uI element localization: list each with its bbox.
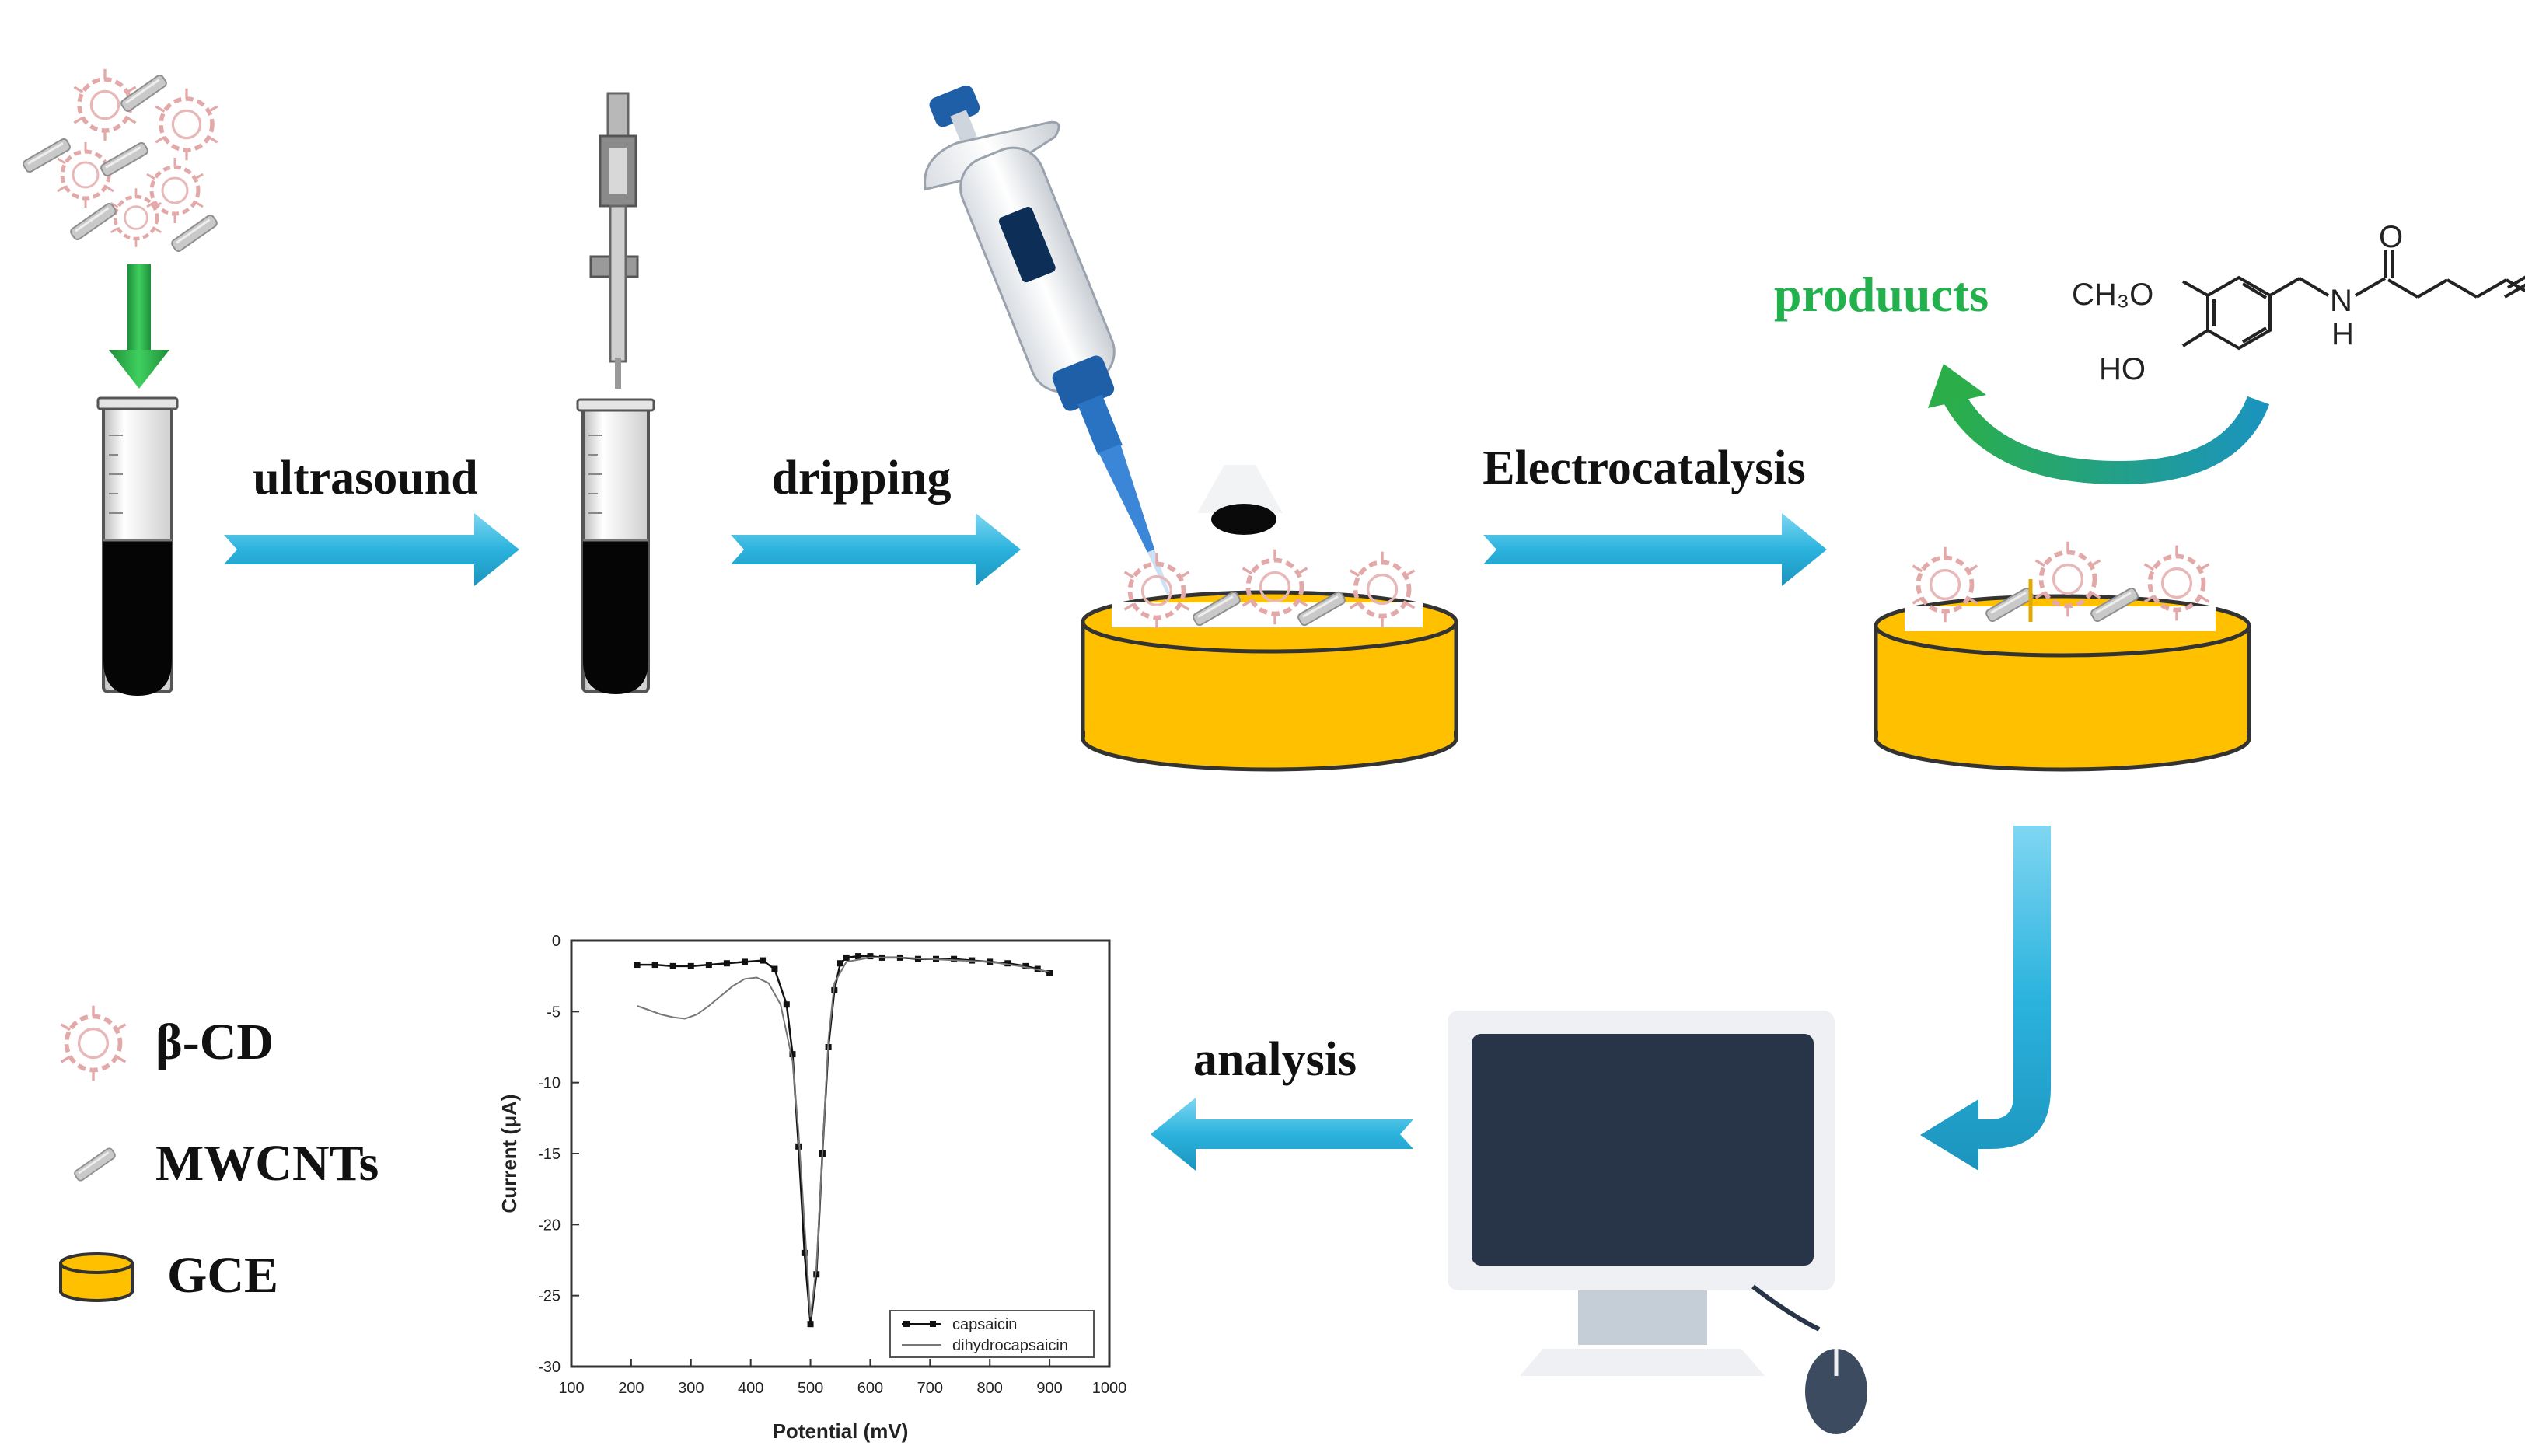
x-axis-title: Potential (mV) bbox=[773, 1419, 909, 1443]
series-0-point bbox=[723, 960, 730, 967]
series-0-point bbox=[855, 953, 862, 960]
series-0-point bbox=[813, 1271, 820, 1278]
drop-mist bbox=[1197, 465, 1283, 513]
products-curved-arrow bbox=[1928, 364, 2270, 485]
amide-h-label: H bbox=[2331, 317, 2354, 351]
series-0-point bbox=[843, 954, 850, 961]
reagent-mixture bbox=[20, 69, 218, 254]
y-tick-label: 0 bbox=[552, 933, 561, 950]
x-tick-label: 900 bbox=[1036, 1380, 1062, 1397]
y-tick-label: -25 bbox=[538, 1288, 561, 1305]
micropipette bbox=[924, 85, 1170, 595]
test-tube-2 bbox=[576, 398, 655, 694]
x-tick-label: 800 bbox=[977, 1380, 1003, 1397]
series-1-line bbox=[637, 956, 1050, 1318]
gce-electrode-modified bbox=[1081, 550, 1458, 772]
series-0-point bbox=[1046, 970, 1053, 977]
plot-frame bbox=[570, 939, 1111, 1368]
series-0-point bbox=[1022, 962, 1029, 969]
legend: β-CD MWCNTs GCE bbox=[61, 1006, 379, 1304]
voltammogram-chart: 100 200 300 400 500 600 700 800 900 1000 0 -5 -10 -15… bbox=[498, 933, 1126, 1443]
add-down-arrow bbox=[109, 264, 169, 389]
products-label: produucts bbox=[1774, 267, 1989, 322]
capsaicin-structure bbox=[2181, 250, 2525, 351]
series-0-point bbox=[651, 962, 658, 969]
legend-gce-icon bbox=[59, 1252, 134, 1302]
dripping-label: dripping bbox=[772, 452, 952, 505]
x-tick-label: 500 bbox=[798, 1380, 823, 1397]
x-tick-label: 700 bbox=[917, 1380, 943, 1397]
series-0-point bbox=[669, 962, 676, 969]
series-0-point bbox=[807, 1321, 814, 1328]
x-tick-label: 100 bbox=[558, 1380, 584, 1397]
series-0-point bbox=[705, 962, 712, 969]
y-tick-label: -15 bbox=[538, 1146, 561, 1163]
methoxy-label: CH₃O bbox=[2072, 278, 2153, 312]
legend-gce-label: GCE bbox=[167, 1247, 278, 1304]
ultrasonic-probe bbox=[589, 92, 639, 389]
analysis-label: analysis bbox=[1193, 1033, 1357, 1086]
legend-series-0-label: capsaicin bbox=[952, 1316, 1017, 1333]
capsaicin-tail bbox=[2503, 275, 2525, 299]
y-tick-label: -30 bbox=[538, 1359, 561, 1376]
gce-electrode-reacted bbox=[1874, 542, 2251, 772]
computer-monitor bbox=[1448, 1011, 1835, 1376]
y-axis-title: Current (μA) bbox=[498, 1094, 521, 1213]
series-0-point bbox=[837, 960, 843, 967]
series-0-point bbox=[687, 962, 694, 969]
x-tick-label: 300 bbox=[678, 1380, 704, 1397]
legend-series-1-label: dihydrocapsaicin bbox=[952, 1337, 1068, 1354]
series-0-point bbox=[741, 958, 748, 965]
y-tick-label: -20 bbox=[538, 1217, 561, 1234]
series-0-point bbox=[1004, 960, 1011, 967]
y-tick-label: -10 bbox=[538, 1075, 561, 1092]
x-tick-label: 400 bbox=[738, 1380, 763, 1397]
ultrasound-label: ultrasound bbox=[253, 452, 477, 505]
series-0-point bbox=[634, 962, 641, 969]
series-0-point bbox=[951, 955, 958, 962]
test-tube-1 bbox=[96, 396, 179, 696]
dripping-arrow bbox=[731, 513, 1021, 586]
x-tick-label: 1000 bbox=[1092, 1380, 1127, 1397]
ink-droplet bbox=[1211, 504, 1276, 535]
series-0-point bbox=[795, 1143, 802, 1150]
series-0-point bbox=[801, 1249, 808, 1256]
legend-series-0-marker bbox=[930, 1321, 936, 1327]
legend-beta-cd-icon bbox=[61, 1006, 126, 1081]
carbonyl-o-label: O bbox=[2379, 220, 2403, 254]
ultrasound-arrow bbox=[224, 513, 519, 586]
amide-n-label: N bbox=[2330, 284, 2352, 318]
x-tick-label: 200 bbox=[618, 1380, 644, 1397]
series-0-point bbox=[771, 965, 778, 972]
series-0-point bbox=[760, 957, 767, 964]
x-tick-label: 600 bbox=[857, 1380, 883, 1397]
analysis-arrow bbox=[1151, 1098, 1413, 1171]
series-0-point bbox=[783, 1001, 790, 1008]
computer-mouse bbox=[1751, 1284, 1867, 1434]
hydroxy-label: HO bbox=[2099, 352, 2146, 386]
legend-mwcnt-icon bbox=[72, 1146, 118, 1183]
series-0-point bbox=[789, 1051, 796, 1058]
y-tick-label: -5 bbox=[547, 1004, 561, 1021]
electrocatalysis-arrow bbox=[1483, 513, 1827, 586]
legend-mwcnts-label: MWCNTs bbox=[155, 1135, 379, 1192]
chart-legend-box: capsaicin dihydrocapsaicin bbox=[889, 1310, 1095, 1358]
legend-series-0-marker bbox=[903, 1321, 910, 1327]
electrocatalysis-label: Electrocatalysis bbox=[1483, 442, 1806, 494]
down-to-computer-arrow bbox=[1920, 826, 2051, 1171]
legend-beta-cd-label: β-CD bbox=[155, 1014, 274, 1070]
series-0-point bbox=[867, 953, 874, 960]
